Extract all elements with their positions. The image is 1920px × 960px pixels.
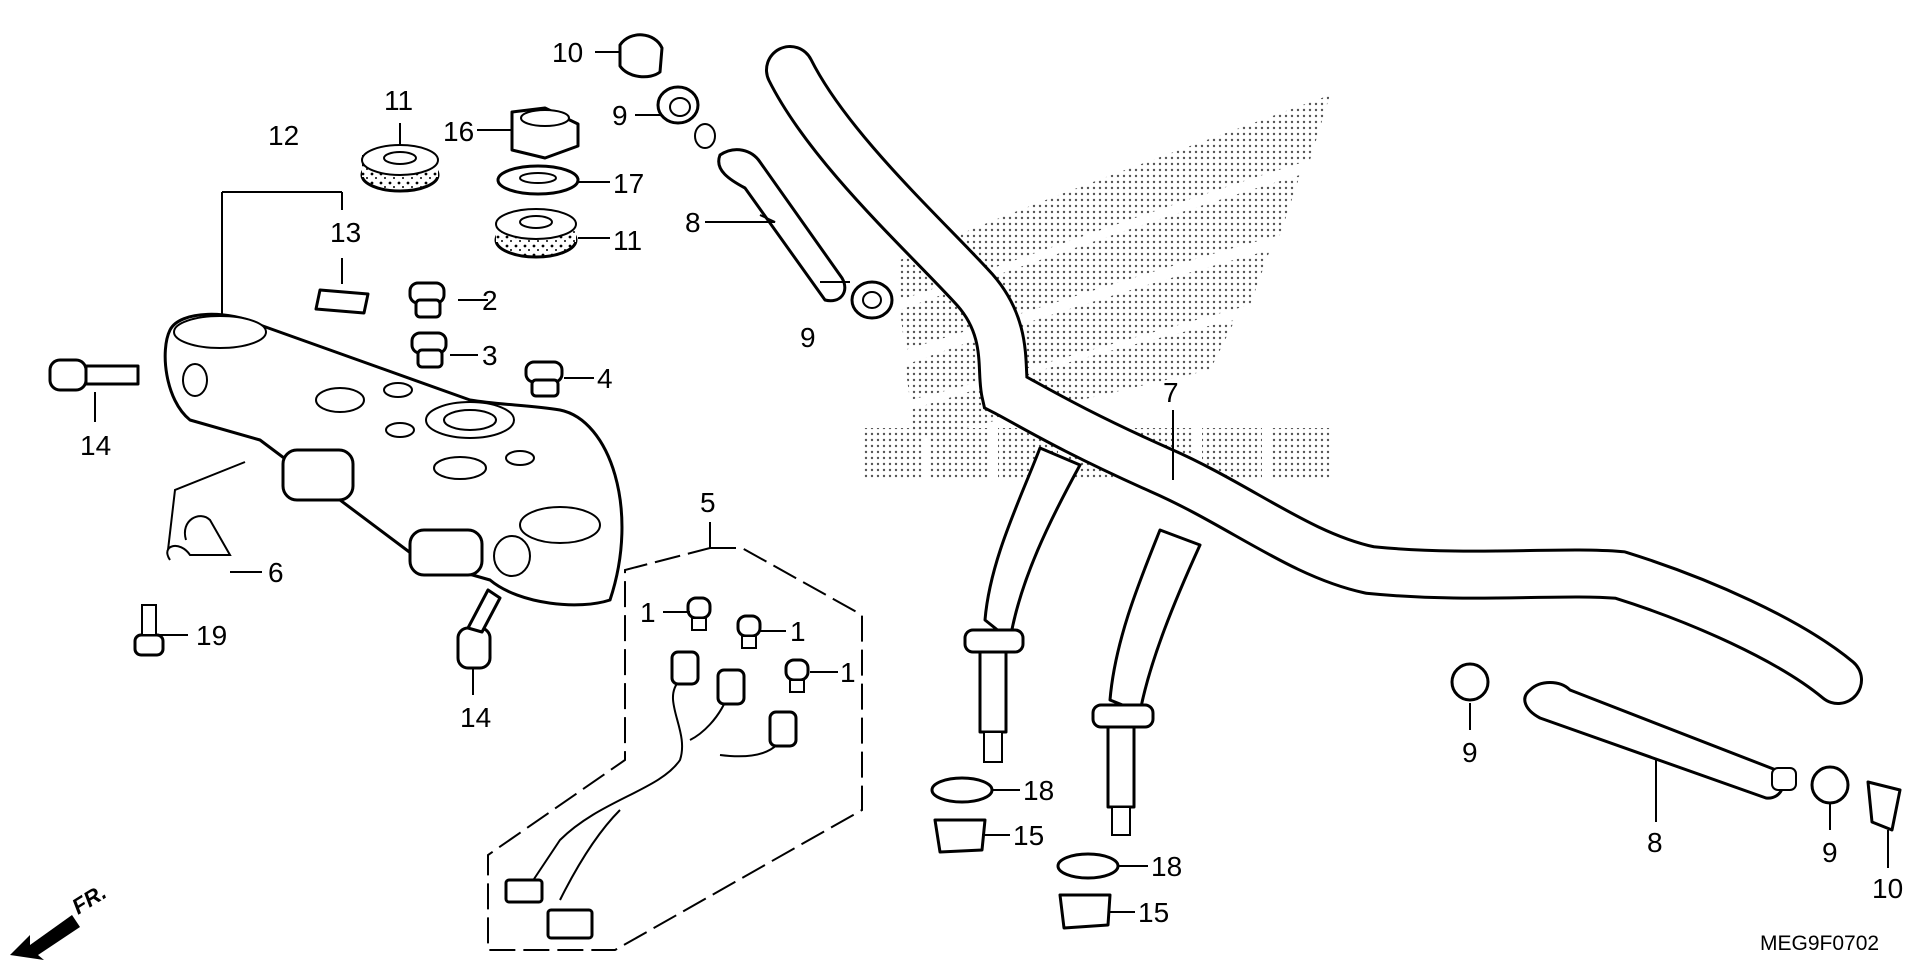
handlebar [765, 45, 1863, 836]
upper-collar-9 [656, 85, 700, 125]
diagram-code: MEG9F0702 [1760, 932, 1879, 955]
callout-13: 13 [330, 217, 361, 248]
callout-14: 14 [80, 430, 111, 461]
flange-nut-15-right [1058, 893, 1112, 930]
emblem-13 [314, 288, 370, 315]
washer-17 [496, 164, 580, 196]
callout-6: 6 [268, 557, 284, 588]
upper-cushion-11 [360, 144, 440, 193]
callout-9: 9 [1822, 837, 1838, 868]
callout-10: 10 [552, 37, 583, 68]
callout-4: 4 [597, 363, 613, 394]
screw-19 [133, 604, 165, 657]
lower-cushion-11 [494, 208, 578, 259]
callout-18: 18 [1151, 851, 1182, 882]
stem-nut-16 [510, 106, 580, 160]
rubber-plug-3 [410, 331, 448, 369]
front-direction-arrow: FR. [10, 879, 111, 960]
callout-9: 9 [800, 322, 816, 353]
bolt-14-upper [48, 358, 140, 392]
indicator-harness [504, 650, 798, 940]
bulb-1b [736, 614, 762, 649]
callout-16: 16 [443, 116, 474, 147]
callout-15: 15 [1013, 820, 1044, 851]
callout-10: 10 [1872, 873, 1903, 904]
callout-18: 18 [1023, 775, 1054, 806]
lower-collar-9-right [1810, 765, 1850, 805]
callout-9: 9 [612, 100, 628, 131]
rubber-plug-4 [524, 360, 564, 398]
fr-label: FR. [67, 879, 110, 919]
rubber-plug-2 [408, 281, 446, 319]
washer-18-left [930, 776, 994, 804]
top-bridge [163, 312, 624, 607]
callout-19: 19 [196, 620, 227, 651]
lower-bar-end-weight-8 [1523, 681, 1797, 800]
callout-1: 1 [790, 616, 806, 647]
bolt-14-lower [456, 588, 502, 670]
callout-1: 1 [640, 597, 656, 628]
lower-cap-10 [1866, 780, 1902, 832]
upper-collar-9-lower [850, 280, 894, 320]
callout-5: 5 [700, 487, 716, 518]
wire-clamp-6 [166, 515, 232, 561]
callout-1: 1 [840, 657, 856, 688]
callouts: 10 9 11 16 17 11 8 12 13 2 3 4 9 7 14 6 … [80, 37, 1903, 928]
leader-lines [94, 51, 1889, 913]
callout-15: 15 [1138, 897, 1169, 928]
washer-18-right [1056, 852, 1120, 880]
bulb-1a [686, 596, 712, 631]
upper-bar-end-weight-8 [694, 123, 847, 303]
callout-8: 8 [1647, 827, 1663, 858]
callout-8: 8 [685, 207, 701, 238]
bulb-1c [784, 658, 810, 693]
upper-cap-10 [618, 33, 664, 79]
callout-7: 7 [1163, 377, 1179, 408]
callout-12: 12 [268, 120, 299, 151]
callout-14: 14 [460, 702, 491, 733]
callout-2: 2 [482, 285, 498, 316]
callout-17: 17 [613, 168, 644, 199]
callout-11: 11 [613, 225, 642, 256]
callout-11: 11 [384, 85, 413, 116]
lower-collar-9-left [1450, 662, 1490, 702]
callout-3: 3 [482, 340, 498, 371]
flange-nut-15-left [933, 818, 987, 854]
harness-group-outline [487, 547, 863, 951]
callout-9: 9 [1462, 737, 1478, 768]
